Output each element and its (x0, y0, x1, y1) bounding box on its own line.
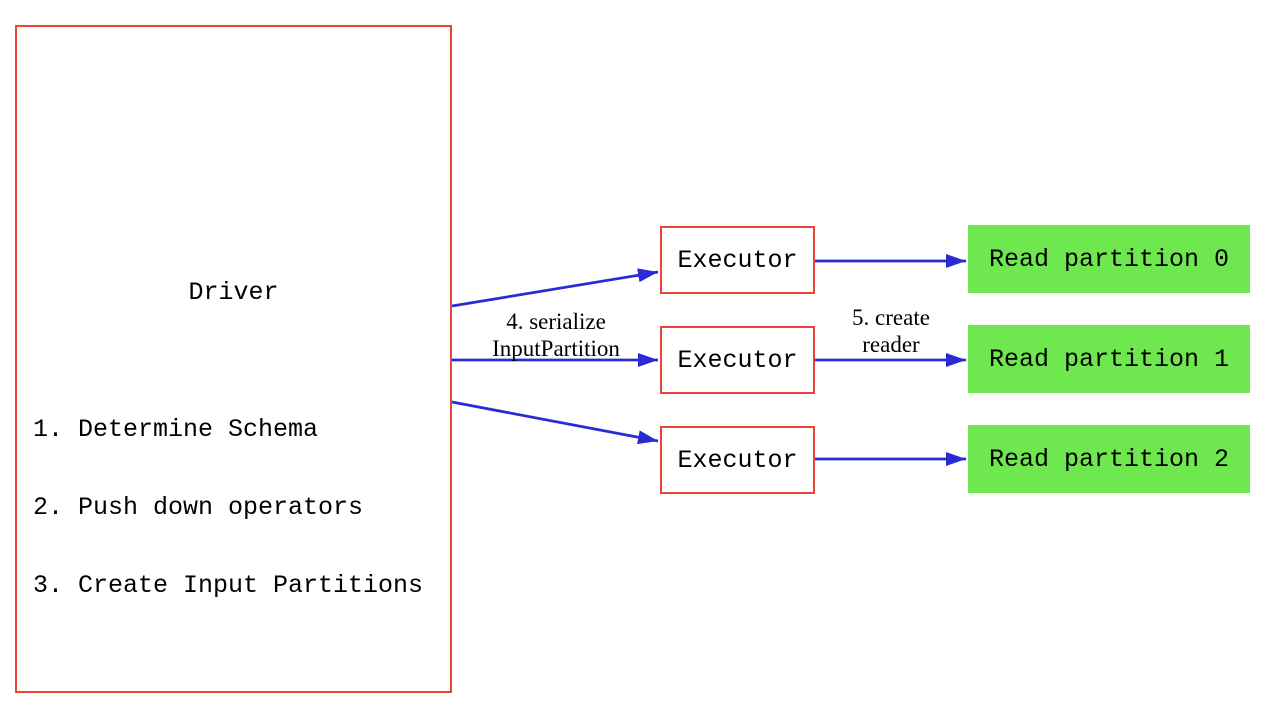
edge-label-serialize-inputpartition: 4. serialize InputPartition (492, 308, 620, 362)
driver-step-3: 3. Create Input Partitions (33, 571, 424, 600)
driver-step-1: 1. Determine Schema (33, 415, 319, 444)
edge-label-create-reader: 5. create reader (852, 304, 930, 358)
read-partition-0-label: Read partition 0 (988, 244, 1230, 274)
executor-box-1: Executor (660, 226, 815, 294)
read-partition-1-label: Read partition 1 (988, 344, 1230, 374)
read-partition-box-0: Read partition 0 (968, 225, 1250, 293)
executor-box-3: Executor (660, 426, 815, 494)
driver-title: Driver (188, 278, 279, 307)
executor-box-2: Executor (660, 326, 815, 394)
read-partition-box-1: Read partition 1 (968, 325, 1250, 393)
edge-label-serialize-line1: 4. serialize (506, 309, 606, 334)
driver-box: Driver 1. Determine Schema 2. Push down … (15, 25, 452, 693)
executor-1-label: Executor (677, 245, 798, 275)
read-partition-2-label: Read partition 2 (988, 444, 1230, 474)
executor-2-label: Executor (677, 345, 798, 375)
edge-label-create-reader-line2: reader (862, 332, 920, 357)
driver-steps-list: 1. Determine Schema 2. Push down operato… (33, 365, 423, 651)
driver-step-2: 2. Push down operators (33, 493, 364, 522)
edge-label-create-reader-line1: 5. create (852, 305, 930, 330)
arrow-driver-to-executor-1 (451, 268, 659, 308)
edge-label-serialize-line2: InputPartition (492, 336, 620, 361)
arrow-driver-to-executor-3 (451, 400, 659, 445)
read-partition-box-2: Read partition 2 (968, 425, 1250, 493)
executor-3-label: Executor (677, 445, 798, 475)
